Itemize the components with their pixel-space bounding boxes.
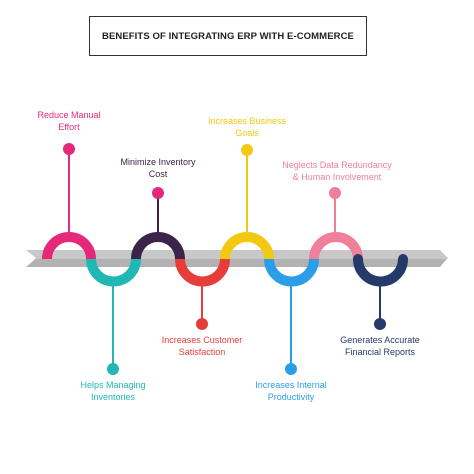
label-reduce-manual-effort: Reduce Manual Effort <box>37 110 101 132</box>
arc-reduce-manual-effort <box>42 232 96 260</box>
dot-minimize-inventory-cost <box>152 187 164 199</box>
diagram-title: BENEFITS OF INTEGRATING ERP WITH E-COMME… <box>89 16 367 56</box>
dot-reduce-manual-effort <box>63 143 75 155</box>
arc-increases-internal-productivity <box>264 258 319 287</box>
label-generates-accurate-reports: Generates Accurate Financial Reports <box>340 335 420 357</box>
arc-minimize-inventory-cost <box>131 232 185 260</box>
label-minimize-inventory-cost: Minimize Inventory Cost <box>120 157 196 179</box>
dot-neglects-data-redundancy <box>329 187 341 199</box>
dot-generates-accurate-reports <box>374 318 386 330</box>
dot-increases-internal-productivity <box>285 363 297 375</box>
dot-increases-business-goals <box>241 144 253 156</box>
label-helps-managing-inventories: Helps Managing Inventories <box>80 380 146 402</box>
arc-neglects-data-redundancy <box>309 232 363 260</box>
label-increases-customer-satisfaction: Increases Customer Satisfaction <box>161 335 243 357</box>
dot-helps-managing-inventories <box>107 363 119 375</box>
arc-increases-business-goals <box>220 232 274 260</box>
arc-increases-customer-satisfaction <box>175 258 230 287</box>
arc-helps-managing-inventories <box>86 258 141 287</box>
arc-generates-accurate-reports <box>353 254 408 287</box>
label-increases-internal-productivity: Increases Internal Productivity <box>255 380 327 402</box>
label-neglects-data-redundancy: Neglects Data Redundancy & Human Involve… <box>282 160 392 182</box>
dot-increases-customer-satisfaction <box>196 318 208 330</box>
label-increases-business-goals: Increases Business Goals <box>207 116 287 138</box>
